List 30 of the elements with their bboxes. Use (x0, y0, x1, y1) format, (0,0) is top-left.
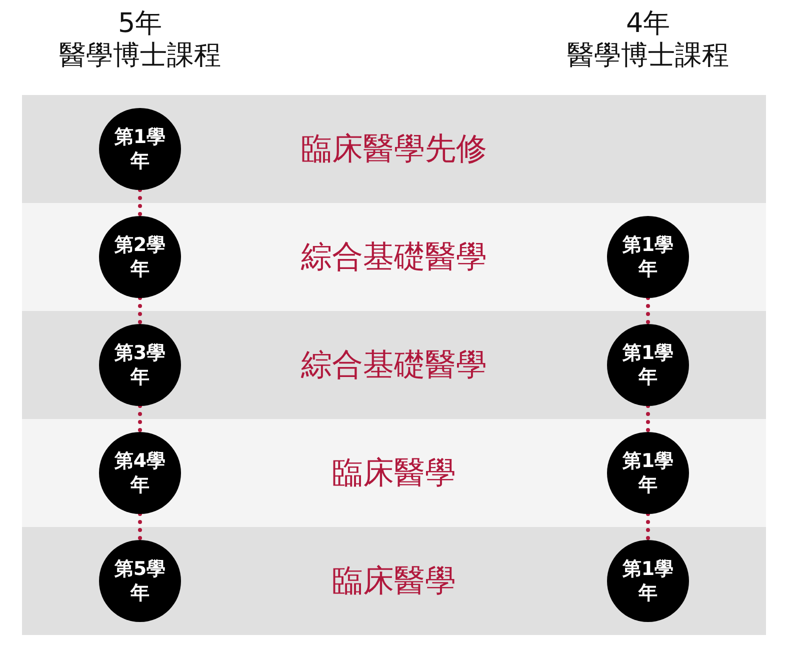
dotted-connector (646, 296, 650, 326)
year-circle: 第1學年 (607, 432, 689, 514)
row-band (22, 527, 766, 635)
year-circle: 第1學年 (607, 540, 689, 622)
stage-title: 綜合基礎醫學 (300, 346, 488, 385)
row-band (22, 203, 766, 311)
row-band (22, 311, 766, 419)
dotted-connector (138, 404, 142, 434)
year-circle: 第1學年 (607, 324, 689, 406)
column-duration: 5年 (118, 8, 162, 40)
dotted-connector (138, 512, 142, 542)
year-circle: 第2學年 (99, 216, 181, 298)
stage-title: 臨床醫學 (331, 454, 457, 493)
year-circle: 第3學年 (99, 324, 181, 406)
year-circle: 第5學年 (99, 540, 181, 622)
year-circle: 第1學年 (99, 108, 181, 190)
dotted-connector (138, 296, 142, 326)
dotted-connector (646, 404, 650, 434)
row-band (22, 419, 766, 527)
column-heading: 醫學博士課程 (567, 40, 729, 72)
stage-title: 臨床醫學 (331, 562, 457, 601)
row-band (22, 95, 766, 203)
dotted-connector (138, 188, 142, 218)
column-heading: 醫學博士課程 (59, 40, 221, 72)
stage-title: 臨床醫學先修 (300, 130, 488, 169)
year-circle: 第1學年 (607, 216, 689, 298)
year-circle: 第4學年 (99, 432, 181, 514)
dotted-connector (646, 512, 650, 542)
column-duration: 4年 (626, 8, 670, 40)
stage-title: 綜合基礎醫學 (300, 238, 488, 277)
